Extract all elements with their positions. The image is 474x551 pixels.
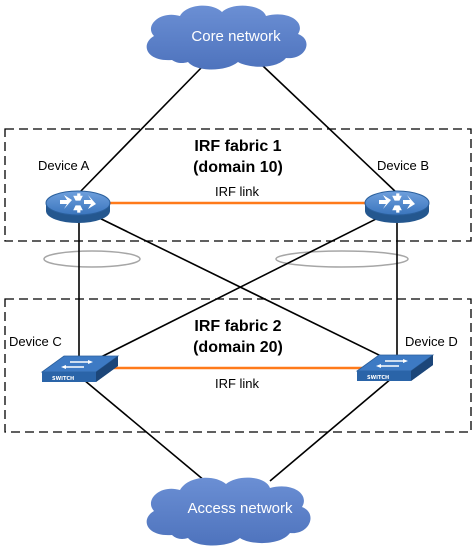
device-b-label: Device B bbox=[377, 158, 429, 173]
aggregation-ring-left bbox=[43, 250, 141, 268]
irf-fabric-2-title: IRF fabric 2 bbox=[194, 318, 281, 335]
core-network-cloud: Core network bbox=[146, 5, 307, 70]
irf-fabric-2-box bbox=[4, 298, 472, 433]
core-network-label: Core network bbox=[191, 28, 281, 45]
device-d-label: Device D bbox=[405, 334, 458, 349]
link-core-to-device-a bbox=[77, 65, 204, 195]
access-network-label: Access network bbox=[187, 500, 293, 517]
device-a-router-icon bbox=[45, 190, 111, 223]
device-d-switch-tag: SWITCH bbox=[367, 375, 389, 381]
device-c-label: Device C bbox=[9, 334, 62, 349]
device-a-label: Device A bbox=[38, 158, 90, 173]
irf-link-1-label: IRF link bbox=[215, 184, 260, 199]
link-core-to-device-b bbox=[262, 65, 399, 195]
link-device-b-to-device-c bbox=[94, 210, 393, 361]
link-device-d-to-access bbox=[269, 377, 393, 482]
device-b-router-icon bbox=[364, 190, 430, 223]
device-c-switch-icon: SWITCH bbox=[40, 355, 120, 382]
aggregation-ring-right bbox=[275, 250, 409, 268]
irf-fabric-1-title: IRF fabric 1 bbox=[194, 138, 281, 155]
irf-link-2-label: IRF link bbox=[215, 376, 260, 391]
access-network-cloud: Access network bbox=[146, 477, 311, 546]
link-device-c-to-access bbox=[83, 379, 206, 482]
links bbox=[77, 65, 399, 482]
device-d-switch-icon: SWITCH bbox=[355, 354, 435, 381]
irf-fabric-1-domain: (domain 10) bbox=[193, 159, 283, 176]
irf-fabric-2-domain: (domain 20) bbox=[193, 339, 283, 356]
link-device-a-to-device-d bbox=[84, 210, 386, 359]
device-c-switch-tag: SWITCH bbox=[52, 376, 74, 382]
irf-fabric-1-box bbox=[4, 128, 472, 242]
